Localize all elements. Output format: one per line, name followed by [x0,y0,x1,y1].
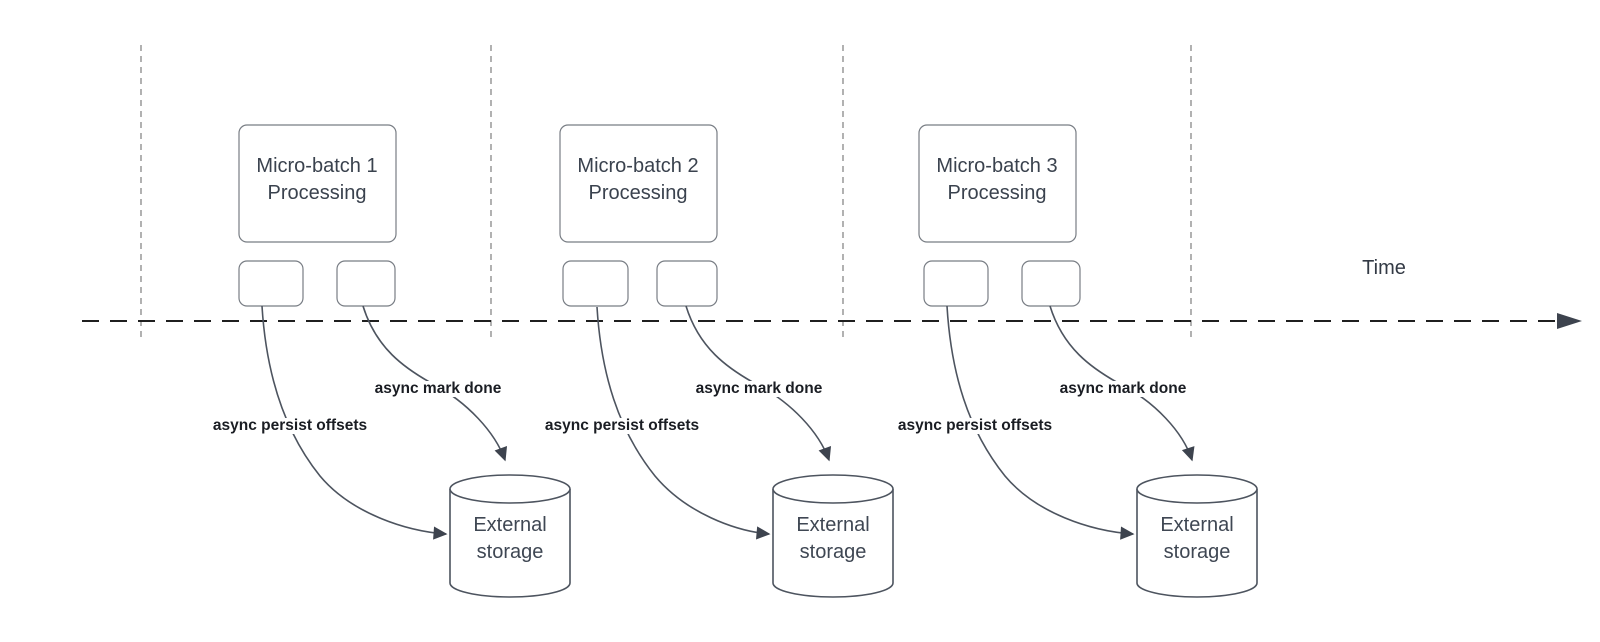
interval-separator-lines [140,45,1192,340]
external-storage-3-label-line2: storage [1163,541,1231,563]
external-storage-3-label: External storage [1160,512,1233,566]
external-storage-1-label: External storage [473,512,546,566]
external-storage-3-top [1136,474,1258,504]
external-storage-1-top [449,474,571,504]
external-storage-2-label-line1: External [796,514,870,536]
external-storage-3-body [1136,489,1258,598]
micro-batch-1-box [238,124,397,243]
micro-batch-2-box [559,124,718,243]
external-storage-2-top [772,474,894,504]
time-axis-arrowhead-icon [1557,313,1582,329]
external-storage-1-label-line1: External [473,514,547,536]
micro-batch-3-task-a-box [923,260,989,307]
external-storage-2-label: External storage [796,512,869,566]
micro-batch-3-label-line1: Micro-batch 3 [936,155,1058,177]
micro-batch-3-label: Micro-batch 3 Processing [936,153,1057,207]
micro-batch-2-label-line2: Processing [588,182,688,204]
persist-offsets-arrow-3 [946,305,1135,540]
micro-batch-3-task-b-box [1021,260,1081,307]
persist-offsets-arrow-2 [596,306,771,540]
micro-batch-1-label-line1: Micro-batch 1 [256,155,378,177]
micro-batch-2-label: Micro-batch 2 Processing [577,153,698,207]
time-axis-label: Time [1362,257,1406,279]
external-storage-2-label-line2: storage [799,541,867,563]
micro-batch-1-group [238,124,571,598]
mark-done-label-2: async mark done [692,381,826,397]
persist-offsets-label-1: async persist offsets [209,418,371,434]
micro-batch-2-task-b-box [656,260,718,307]
micro-batch-1-task-b-box [336,260,396,307]
micro-batch-1-label-line2: Processing [267,182,367,204]
micro-batch-2-group [559,124,894,598]
mark-done-label-1: async mark done [371,381,505,397]
external-storage-1-label-line2: storage [476,541,544,563]
external-storage-3-label-line1: External [1160,514,1234,536]
micro-batch-2-label-line1: Micro-batch 2 [577,155,699,177]
micro-batch-3-box [918,124,1077,243]
external-storage-1-body [449,489,571,598]
persist-offsets-arrow-1 [261,305,448,540]
micro-batch-2-task-a-box [562,260,629,307]
micro-batch-1-task-a-box [238,260,304,307]
external-storage-2-body [772,489,894,598]
persist-offsets-label-2: async persist offsets [541,418,703,434]
micro-batch-3-label-line2: Processing [947,182,1047,204]
persist-offsets-label-3: async persist offsets [894,418,1056,434]
micro-batch-3-group [918,124,1258,598]
micro-batch-1-label: Micro-batch 1 Processing [256,153,377,207]
mark-done-label-3: async mark done [1056,381,1190,397]
